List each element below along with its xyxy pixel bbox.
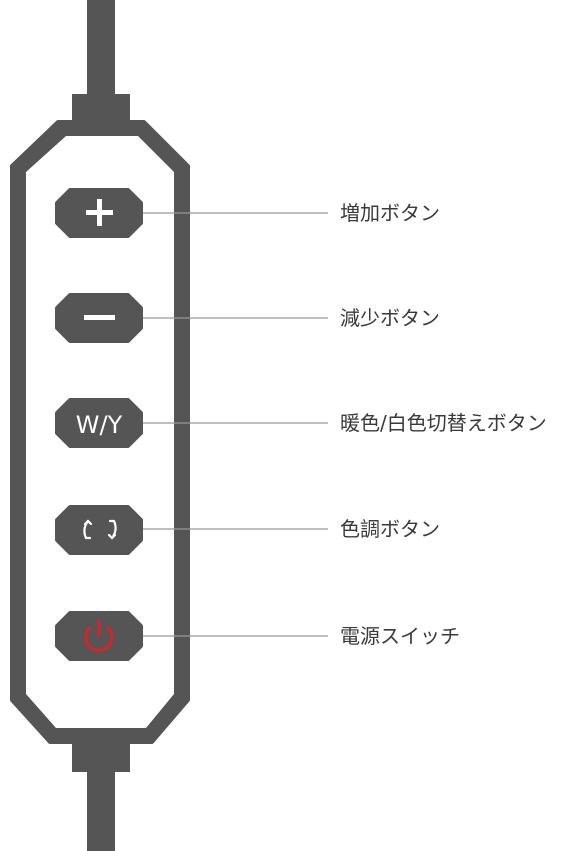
plus-icon [86, 199, 113, 226]
warm-white-symbol: W/Y [76, 411, 123, 439]
remote-body-outline [10, 120, 190, 744]
minus-icon [84, 315, 115, 320]
increase-button[interactable] [55, 188, 143, 238]
decrease-button[interactable] [55, 293, 143, 343]
rotate-arrows-icon [83, 519, 117, 540]
color-tone-button[interactable] [55, 505, 143, 555]
label-decrease: 減少ボタン [340, 306, 440, 330]
label-warm-white: 暖色/白色切替えボタン [340, 411, 547, 435]
label-color-tone: 色調ボタン [340, 517, 440, 541]
cable-top [87, 0, 115, 100]
power-icon [84, 619, 114, 652]
power-button[interactable] [55, 611, 143, 661]
warm-white-button[interactable]: W/Y [55, 398, 143, 448]
label-power: 電源スイッチ [340, 624, 460, 648]
label-increase: 増加ボタン [340, 201, 440, 225]
